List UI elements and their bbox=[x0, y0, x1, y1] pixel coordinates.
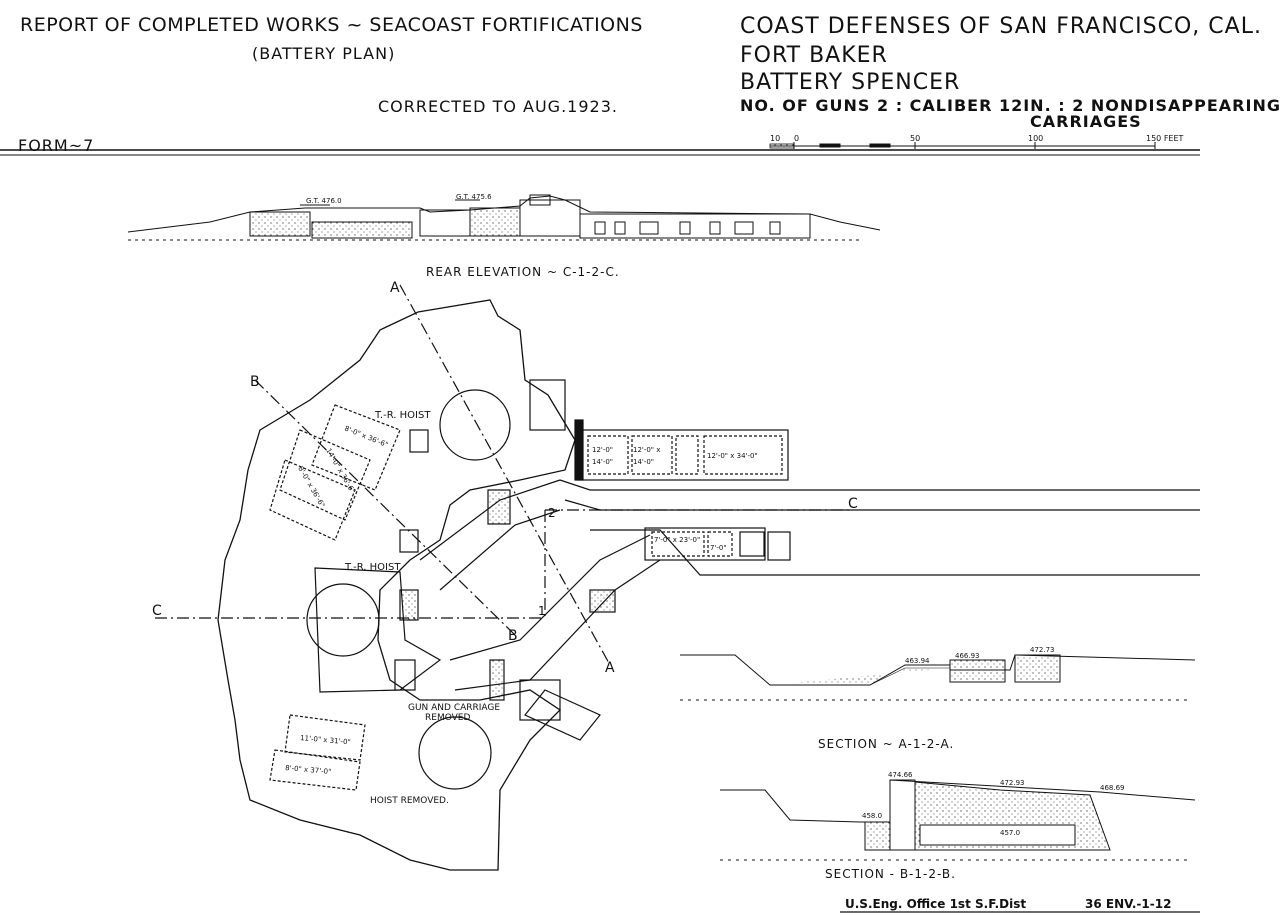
scale-label-10: 10 bbox=[770, 134, 781, 143]
room-dim-7: 14'-0" bbox=[633, 458, 654, 466]
carriages-label: CARRIAGES bbox=[1030, 112, 1142, 131]
section-b-elev-4: 458.0 bbox=[862, 812, 882, 820]
corrected-date: CORRECTED TO AUG.1923. bbox=[378, 97, 618, 116]
section-a-drawing bbox=[680, 654, 1196, 701]
rear-elevation bbox=[127, 194, 881, 241]
section-marker-c-left: C bbox=[152, 603, 162, 619]
section-marker-a-top: A bbox=[390, 280, 400, 296]
scale-label-150-feet: 150 FEET bbox=[1146, 134, 1184, 143]
gun-removed-label-1: GUN AND CARRIAGE bbox=[408, 703, 500, 713]
battery-plan-subtitle: (BATTERY PLAN) bbox=[252, 44, 396, 63]
gt-right-label: G.T. 475.6 bbox=[456, 193, 492, 201]
room-dim-12: 8'-0" x 37'-0" bbox=[285, 764, 332, 776]
gun-removed-label-2: REMOVED bbox=[425, 713, 470, 723]
room-dim-8: 12'-0" x 34'-0" bbox=[707, 452, 758, 460]
report-title: REPORT OF COMPLETED WORKS ~ SEACOAST FOR… bbox=[20, 14, 643, 36]
gt-left-label: G.T. 476.0 bbox=[306, 197, 342, 205]
rear-elevation-title: REAR ELEVATION ~ C-1-2-C. bbox=[426, 265, 620, 279]
tr-hoist-label-lower: T.-R. HOIST bbox=[344, 562, 401, 573]
section-b-elev-5: 457.0 bbox=[1000, 829, 1020, 837]
section-a-elev-2: 466.93 bbox=[955, 652, 980, 660]
section-b-title: SECTION - B-1-2-B. bbox=[825, 867, 956, 881]
sheet-number: 36 ENV.-1-12 bbox=[1085, 897, 1172, 911]
coast-defense-title: COAST DEFENSES OF SAN FRANCISCO, CAL. bbox=[740, 14, 1262, 39]
hoist-removed-label: HOIST REMOVED. bbox=[370, 796, 449, 806]
scale-label-50: 50 bbox=[910, 134, 921, 143]
section-marker-b-bottom: B bbox=[508, 628, 518, 644]
section-marker-c-right: C bbox=[848, 496, 858, 512]
section-marker-1: 1 bbox=[538, 604, 546, 618]
section-a-title: SECTION ~ A-1-2-A. bbox=[818, 737, 955, 751]
scale-label-100: 100 bbox=[1028, 134, 1044, 143]
room-dim-3: 8'-0" x 36'-6" bbox=[296, 465, 326, 509]
room-dim-6: 12'-0" x bbox=[633, 446, 660, 454]
battery-plan bbox=[155, 284, 1200, 871]
section-marker-2: 2 bbox=[548, 506, 556, 520]
scale-label-0: 0 bbox=[794, 134, 800, 143]
room-dim-4: 12'-0" bbox=[592, 446, 613, 454]
tr-hoist-label-upper: T.-R. HOIST bbox=[374, 410, 431, 421]
section-b-elev-3: 468.69 bbox=[1100, 784, 1125, 792]
section-a-elev-3: 472.73 bbox=[1030, 646, 1055, 654]
section-marker-b-left: B bbox=[250, 374, 260, 390]
section-b-elev-2: 472.93 bbox=[1000, 779, 1025, 787]
room-dim-9: 7'-0" x 23'-0" bbox=[654, 536, 700, 544]
drawing-linework: G.T. 476.0 G.T. 475.6 bbox=[0, 142, 1200, 913]
room-dim-10: 7'-0" bbox=[710, 544, 727, 552]
battery-name: BATTERY SPENCER bbox=[740, 70, 961, 95]
scale-bar bbox=[769, 142, 1156, 149]
drawing-sheet: REPORT OF COMPLETED WORKS ~ SEACOAST FOR… bbox=[0, 14, 1280, 913]
section-a-elev-1: 463.94 bbox=[905, 657, 930, 665]
room-dim-1: 8'-0" x 36'-6" bbox=[343, 424, 389, 449]
room-dim-2: 14'-0" x 36'-6" bbox=[324, 447, 356, 495]
section-b-drawing bbox=[720, 779, 1196, 861]
section-marker-a-bottom: A bbox=[605, 660, 615, 676]
room-dim-5: 14'-0" bbox=[592, 458, 613, 466]
engineer-office: U.S.Eng. Office 1st S.F.Dist bbox=[845, 897, 1027, 911]
guns-caliber-line: NO. OF GUNS 2 : CALIBER 12IN. : 2 NONDIS… bbox=[740, 96, 1281, 115]
section-b-elev-1: 474.66 bbox=[888, 771, 913, 779]
fort-name: FORT BAKER bbox=[740, 43, 888, 68]
room-dim-11: 11'-0" x 31'-0" bbox=[300, 734, 351, 746]
